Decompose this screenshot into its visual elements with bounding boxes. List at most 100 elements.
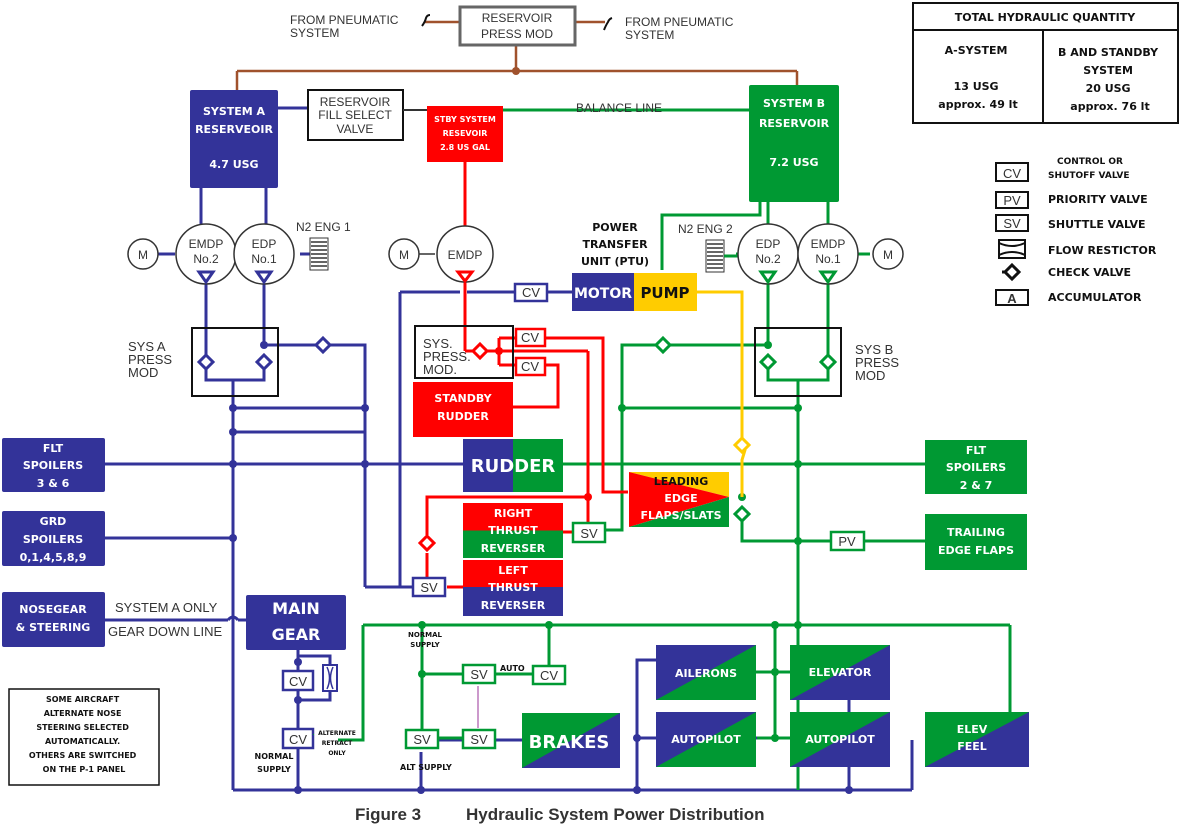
legend-flow-restrictor-label: FLOW RESTICTOR	[1048, 244, 1157, 257]
svg-text:M: M	[399, 248, 409, 262]
n2-eng1: N2 ENG 1	[296, 220, 351, 271]
a-system-quantity: A-SYSTEM 13 USG approx. 49 lt	[938, 44, 1017, 111]
figure-title: Hydraulic System Power Distribution	[466, 805, 765, 824]
svg-text:AUTOPILOT: AUTOPILOT	[671, 733, 741, 746]
sv-brake-auto: SV	[461, 663, 497, 685]
cv-main-gear-1: CV	[281, 669, 315, 692]
svg-text:SV: SV	[1003, 216, 1021, 231]
svg-text:PRIORITY VALVE: PRIORITY VALVE	[1048, 193, 1148, 206]
system-b-junctions	[418, 341, 802, 742]
legend-sv: SV SHUTTLE VALVE	[995, 214, 1145, 232]
sv-right-reverser: SV	[571, 521, 607, 544]
alt-supply-label: ALT SUPPLY	[400, 763, 452, 772]
ptu: MOTOR PUMP	[572, 273, 697, 311]
svg-text:N2 ENG 1: N2 ENG 1	[296, 220, 351, 234]
junction	[512, 67, 520, 75]
autopilot-2: AUTOPILOT	[790, 712, 890, 767]
svg-text:PV: PV	[838, 534, 856, 549]
svg-text:CV: CV	[540, 668, 558, 683]
flow-restrictor-icon	[998, 239, 1026, 259]
motor-a: M	[127, 238, 159, 270]
accumulator-icon: A	[995, 289, 1029, 306]
svg-text:AUTOPILOT: AUTOPILOT	[805, 733, 875, 746]
n2-eng2: N2 ENG 2	[678, 222, 733, 273]
balance-line-label: BALANCE LINE	[576, 101, 662, 115]
svg-text:CV: CV	[289, 674, 307, 689]
junction	[495, 347, 503, 355]
svg-text:SV: SV	[470, 667, 488, 682]
svg-text:SV: SV	[470, 732, 488, 747]
junction	[584, 493, 592, 501]
check-valve-icon	[417, 533, 437, 553]
svg-text:A: A	[1007, 291, 1017, 306]
break-symbol	[603, 17, 613, 31]
svg-text:CV: CV	[1003, 166, 1021, 181]
b-standby-quantity: B AND STANDBY SYSTEM 20 USG approx. 76 l…	[1058, 46, 1162, 113]
motor-b: M	[872, 238, 904, 270]
svg-text:ELEVATOR: ELEVATOR	[809, 666, 872, 679]
break-symbol	[421, 14, 431, 27]
cv-brake-auto: CV	[531, 664, 567, 686]
brakes: BRAKES	[522, 713, 620, 768]
nosegear-steering: NOSEGEAR& STEERING	[2, 592, 105, 647]
legend-check-valve-label: CHECK VALVE	[1048, 266, 1131, 279]
svg-text:SV: SV	[420, 580, 438, 595]
legend-pv: PV PRIORITY VALVE	[995, 191, 1148, 209]
svg-text:M: M	[883, 248, 893, 262]
sys-standby-press-mod: SYS.PRESS.MOD.	[414, 325, 514, 379]
quantity-table: TOTAL HYDRAULIC QUANTITY A-SYSTEM 13 USG…	[912, 2, 1179, 124]
gear-down-line-label: GEAR DOWN LINE	[108, 624, 222, 639]
svg-text:SV: SV	[413, 732, 431, 747]
cv-standby-1: CV	[514, 327, 547, 348]
svg-text:AILERONS: AILERONS	[675, 667, 737, 680]
system-b-lines	[338, 108, 1012, 790]
svg-text:SOME AIRCRAFT ALTERNATE: SOME AIRCRAFT ALTERNATE NOSE STEERING SE…	[29, 695, 139, 774]
autopilot-1: AUTOPILOT	[656, 712, 756, 767]
pv-trailing-edge: PV	[829, 530, 866, 552]
elevator: ELEVATOR	[790, 645, 890, 700]
svg-text:SYS.PRESS.MOD.: SYS.PRESS.MOD.	[423, 336, 471, 377]
ptu-pump-line	[697, 290, 747, 497]
figure-number: Figure 3	[355, 805, 421, 824]
svg-text:CV: CV	[522, 285, 540, 300]
sv-left-reverser: SV	[411, 576, 447, 598]
svg-text:PUMP: PUMP	[640, 284, 689, 302]
svg-text:CV: CV	[521, 330, 539, 345]
